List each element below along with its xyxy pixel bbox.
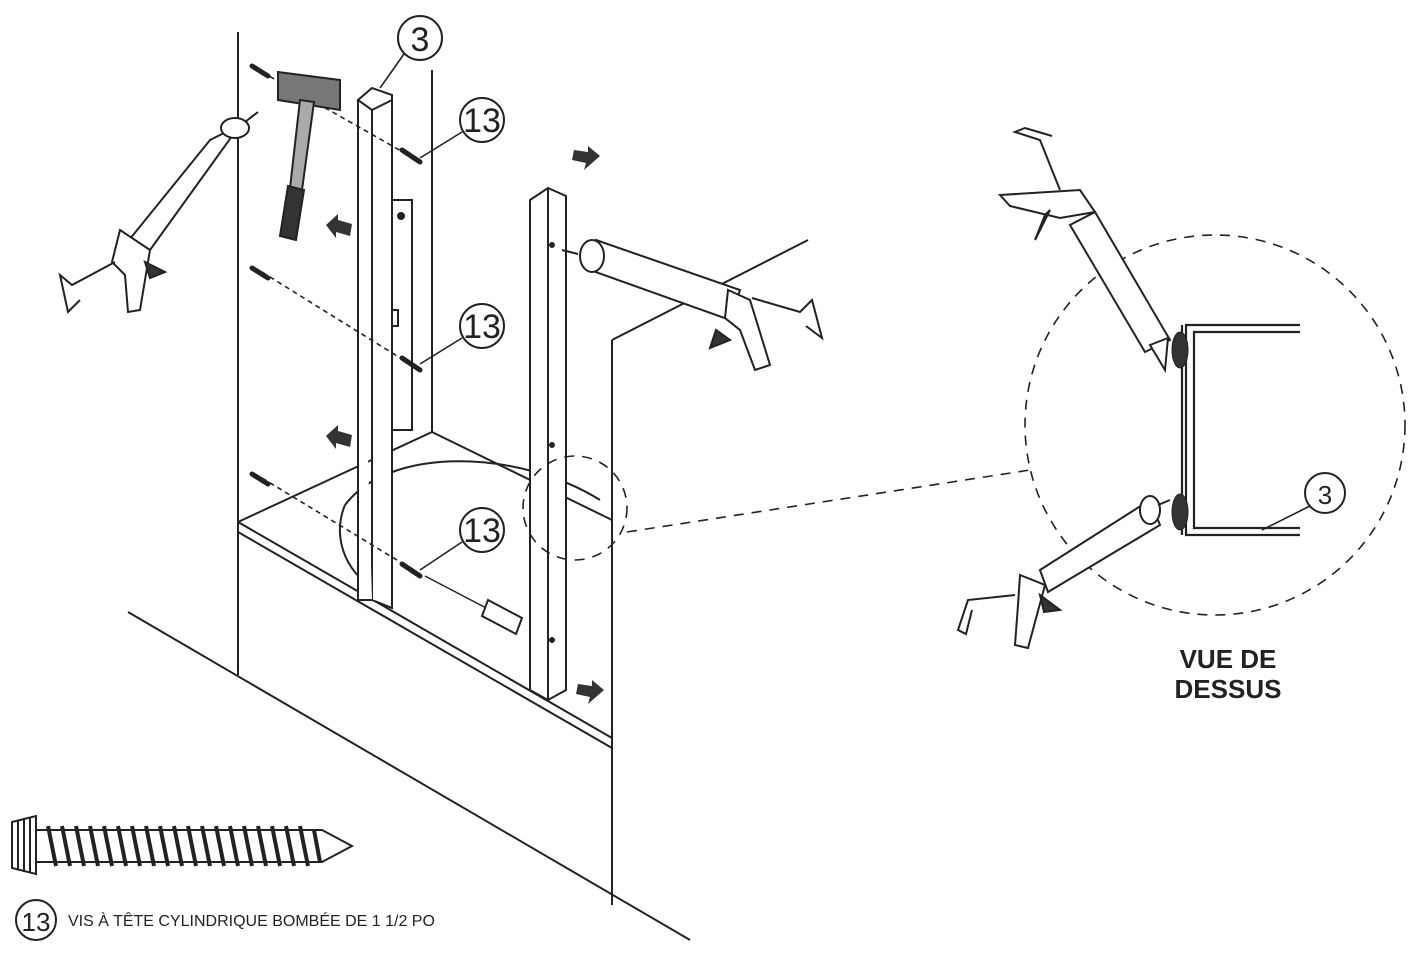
callout-detail-part-3: 3	[1261, 472, 1346, 531]
callout-label: 13	[463, 308, 501, 346]
enclosure-walls	[127, 32, 809, 941]
callout-label: 13	[463, 512, 501, 550]
screw-icon	[249, 63, 423, 579]
screwdriver-icon	[424, 575, 524, 636]
callout-label: 3	[1318, 480, 1332, 510]
callout-screw-13: 13	[419, 507, 505, 571]
legend-description: VIS À TÊTE CYLINDRIQUE BOMBÉE DE 1 1/2 P…	[68, 911, 435, 930]
callout-part-3: 3	[379, 15, 443, 89]
wall-fixture-plate	[389, 199, 413, 431]
callout-label: 3	[411, 21, 430, 59]
caulking-gun-icon	[997, 126, 1172, 374]
callout-label: 13	[463, 102, 501, 140]
direction-arrows	[326, 146, 604, 704]
legend-screw-icon	[11, 814, 355, 876]
hammer-icon	[277, 70, 341, 242]
detail-callout	[522, 234, 1406, 616]
caulking-gun-icon	[58, 111, 259, 315]
top-view-profile	[1180, 323, 1300, 537]
right-wall-profile	[529, 186, 567, 702]
view-label-line1: VUE DE	[1180, 644, 1277, 674]
view-label-line2: DESSUS	[1175, 674, 1282, 704]
left-wall-profile	[356, 86, 393, 610]
caulking-gun-icon	[561, 238, 824, 372]
callout-screw-13: 13	[419, 97, 505, 159]
legend-callout: 13	[22, 907, 51, 937]
sealant-bead-icon	[1171, 331, 1189, 531]
caulking-gun-icon	[956, 495, 1171, 650]
legend-item-13: 13 VIS À TÊTE CYLINDRIQUE BOMBÉE DE 1 1/…	[15, 899, 435, 941]
callout-screw-13: 13	[419, 303, 505, 365]
